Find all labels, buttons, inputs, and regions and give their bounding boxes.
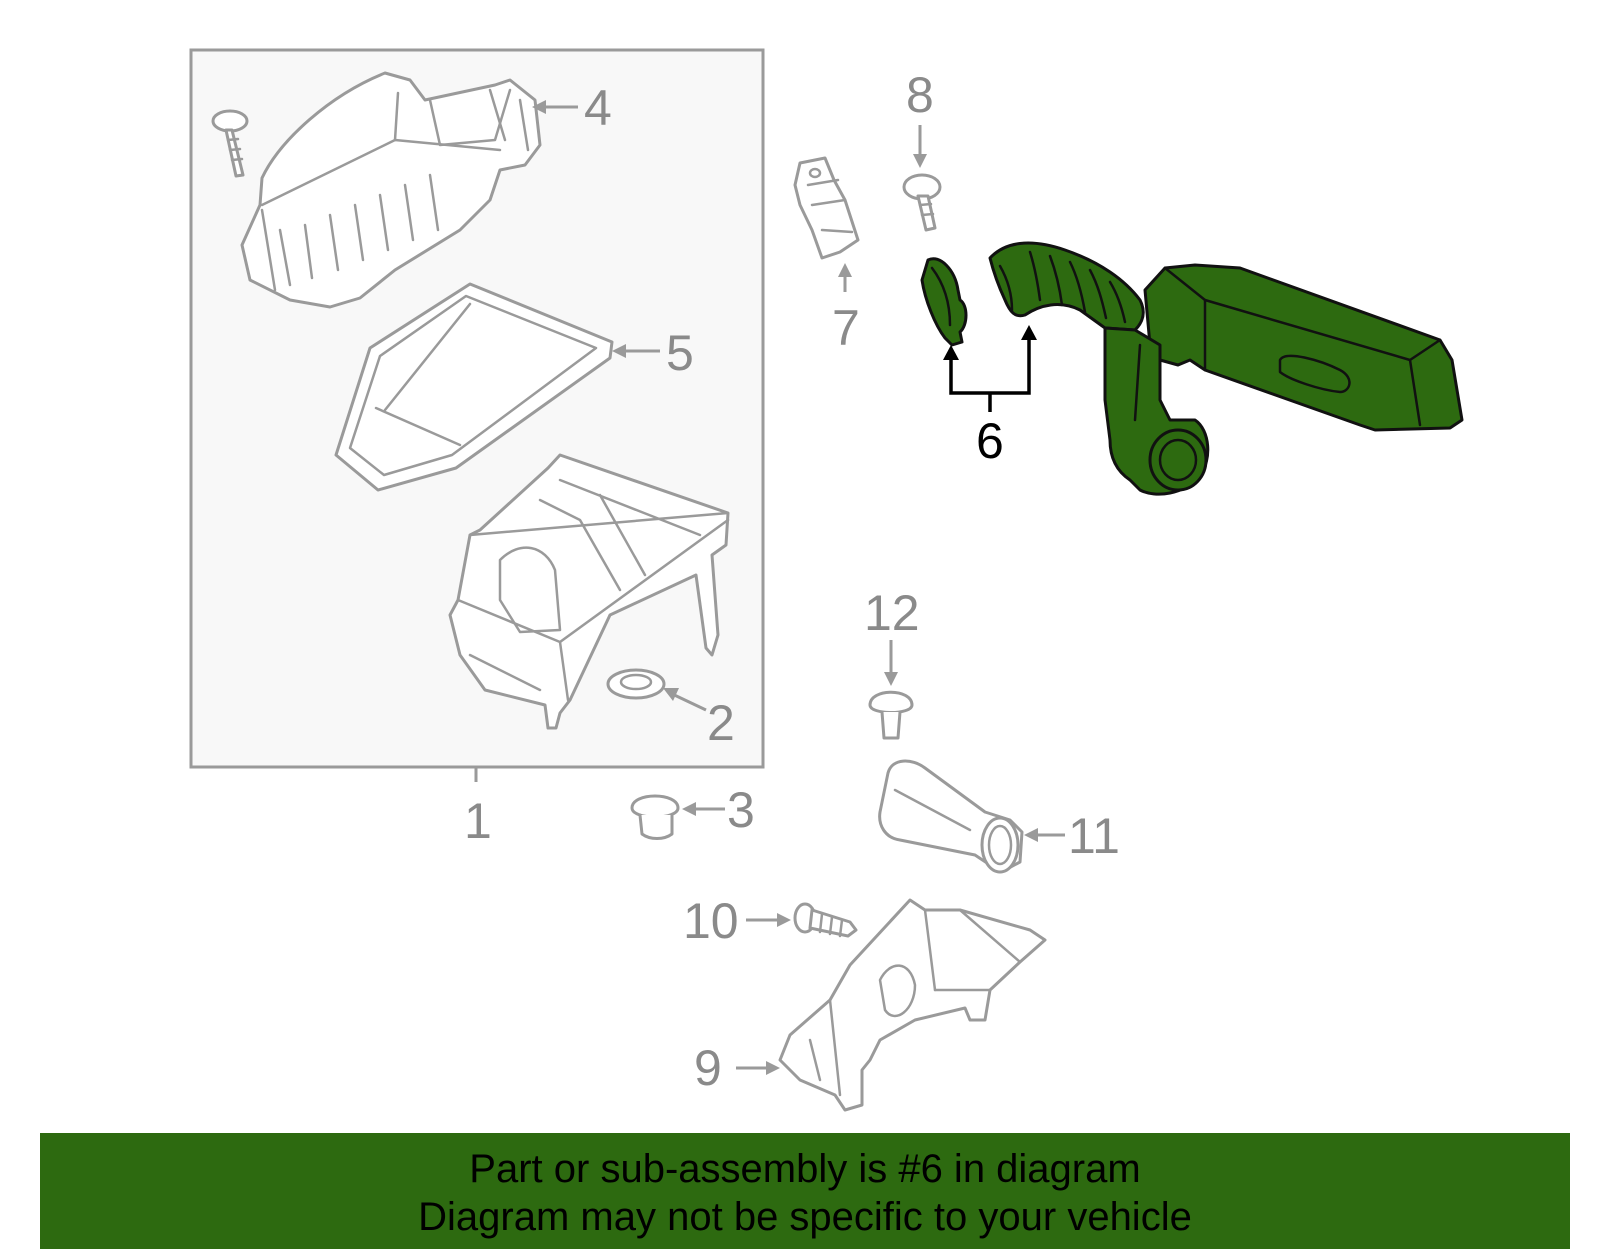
callout-6: 6 xyxy=(976,413,1004,469)
callout-11: 11 xyxy=(1068,808,1120,864)
banner-line-1: Part or sub-assembly is #6 in diagram xyxy=(469,1147,1141,1191)
inlet-tube xyxy=(878,759,1024,874)
callout-2: 2 xyxy=(707,695,735,751)
callout-8: 8 xyxy=(906,67,934,123)
insulator xyxy=(630,794,680,840)
lower-housing xyxy=(448,453,730,730)
sensor-screw xyxy=(902,173,942,232)
mass-airflow-sensor xyxy=(793,156,860,260)
callout-5: 5 xyxy=(666,325,694,381)
upper-housing-cover xyxy=(240,71,542,309)
info-banner: Part or sub-assembly is #6 in diagram Di… xyxy=(40,1133,1570,1249)
deflector-screw xyxy=(793,902,858,938)
banner-line-2: Diagram may not be specific to your vehi… xyxy=(418,1195,1192,1239)
grommet xyxy=(606,668,666,700)
air-intake-duct-assembly xyxy=(920,241,1464,496)
callout-10: 10 xyxy=(683,893,739,949)
callout-4: 4 xyxy=(584,80,612,136)
callout-3: 3 xyxy=(727,782,755,838)
housing-screw xyxy=(211,109,249,178)
callout-1: 1 xyxy=(464,793,492,849)
callout-12: 12 xyxy=(864,585,920,641)
push-pin xyxy=(868,690,914,740)
air-deflector xyxy=(778,898,1047,1112)
callout-7: 7 xyxy=(832,300,860,356)
callout-9: 9 xyxy=(694,1040,722,1096)
air-filter-element xyxy=(334,282,614,492)
